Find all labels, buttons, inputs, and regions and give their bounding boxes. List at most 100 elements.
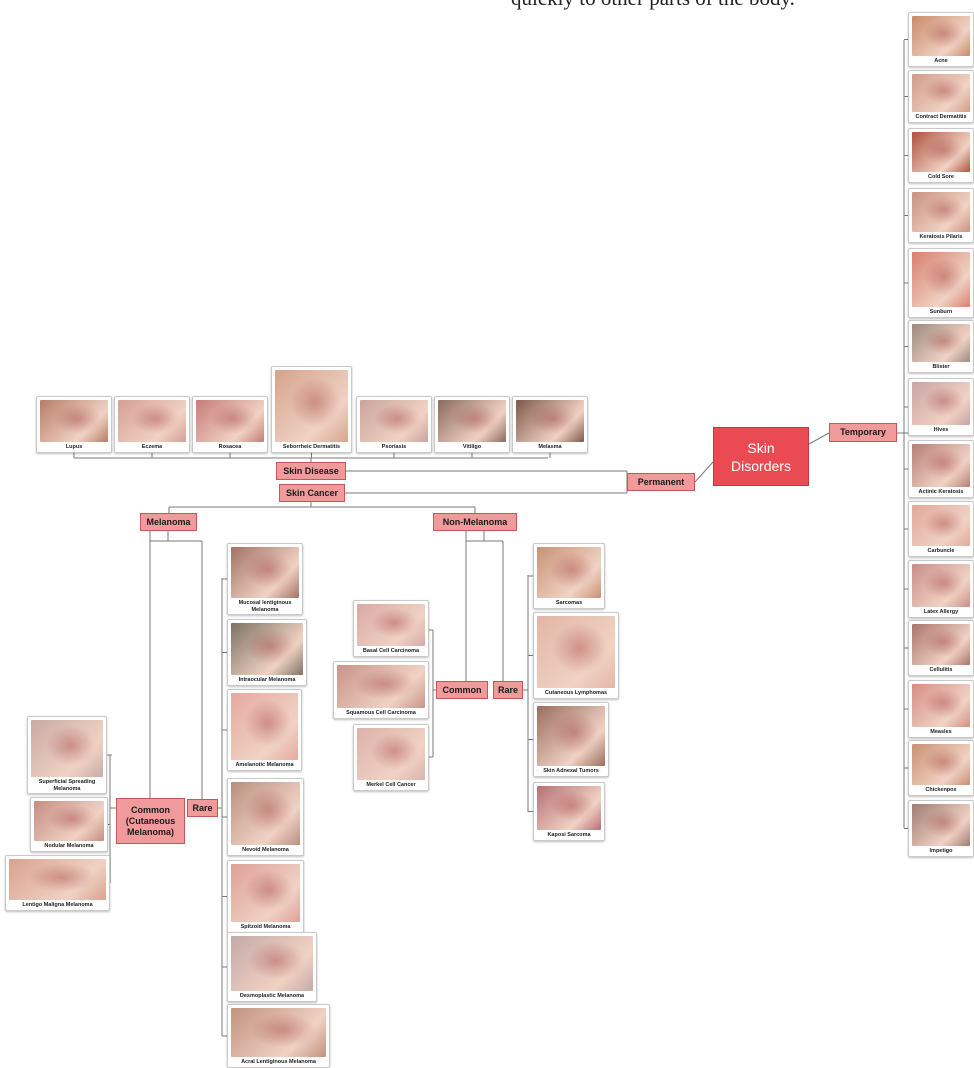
branch-skin-disease[interactable]: Skin Disease <box>276 462 346 480</box>
image-caption: Cutaneous Lymphomas <box>544 690 608 696</box>
image-card-keratosis-pilaris[interactable]: Keratosis Pilaris <box>908 188 974 243</box>
image-card-nevoid-melanoma[interactable]: Nevoid Melanoma <box>227 778 304 856</box>
image-card-chickenpox[interactable]: Chickenpox <box>908 740 974 796</box>
image-card-latex-allergy[interactable]: Latex Allergy <box>908 560 974 618</box>
image-card-cellulitis[interactable]: Cellulitis <box>908 620 974 676</box>
branch-skin-cancer[interactable]: Skin Cancer <box>279 484 345 502</box>
image-card-contract-dermatitis[interactable]: Contract Dermatitis <box>908 70 974 123</box>
caption-text-fragment: quickly to other parts of the body. <box>511 0 974 20</box>
image-card-amelanotic-melanoma[interactable]: Amelanotic Melanoma <box>227 689 302 771</box>
skin-photo <box>912 16 970 56</box>
image-card-sunburn[interactable]: Sunburn <box>908 248 974 318</box>
image-caption: Kaposi Sarcoma <box>547 832 591 838</box>
image-card-kaposi-sarcoma[interactable]: Kaposi Sarcoma <box>533 782 605 841</box>
branch-non-melanoma[interactable]: Non-Melanoma <box>433 513 517 531</box>
skin-photo <box>357 604 425 646</box>
image-card-impetigo[interactable]: Impetigo <box>908 800 974 857</box>
image-card-intraocular-melanoma[interactable]: Intraocular Melanoma <box>227 619 307 686</box>
image-caption: Psoriasis <box>381 444 407 450</box>
image-card-basal-cell-carcinoma[interactable]: Basal Cell Carcinoma <box>353 600 429 657</box>
skin-photo <box>9 859 106 900</box>
image-card-acral-lentiginous-melanoma[interactable]: Acral Lentiginous Melanoma <box>227 1004 330 1068</box>
image-card-rosacea[interactable]: Rosacea <box>192 396 268 453</box>
skin-photo <box>360 400 428 442</box>
branch-non-melanoma-rare[interactable]: Rare <box>493 681 523 699</box>
skin-photo <box>912 382 970 425</box>
image-caption: Sarcomas <box>555 600 583 606</box>
skin-photo <box>337 665 425 708</box>
skin-photo <box>40 400 108 442</box>
image-card-actinic-keratosis[interactable]: Actinic Keratosis <box>908 440 974 498</box>
image-card-squamous-cell-carcinoma[interactable]: Squamous Cell Carcinoma <box>333 661 429 719</box>
skin-photo <box>231 782 300 845</box>
image-card-nodular-melanoma[interactable]: Nodular Melanoma <box>30 797 108 852</box>
image-card-lentigo-maligna-melanoma[interactable]: Lentigo Maligna Melanoma <box>5 855 110 911</box>
image-caption: Nodular Melanoma <box>44 843 94 849</box>
image-card-acne[interactable]: Acne <box>908 12 974 67</box>
image-card-sarcomas[interactable]: Sarcomas <box>533 543 605 609</box>
image-caption: Lupus <box>65 444 83 450</box>
image-card-cutaneous-lymphomas[interactable]: Cutaneous Lymphomas <box>533 612 619 699</box>
image-caption: Mucosal lentiginous Melanoma <box>238 600 292 613</box>
image-card-eczema[interactable]: Eczema <box>114 396 190 453</box>
image-caption: Blister <box>932 364 950 370</box>
image-caption: Carbuncle <box>927 548 955 554</box>
image-caption: Skin Adnexal Tumors <box>543 768 599 774</box>
image-caption: Latex Allergy <box>923 609 959 615</box>
image-card-desmoplastic-melanoma[interactable]: Desmoplastic Melanoma <box>227 932 317 1002</box>
skin-photo <box>537 706 605 766</box>
image-caption: Seborrheic Dermatitis <box>282 444 341 450</box>
skin-photo <box>231 1008 326 1057</box>
image-card-psoriasis[interactable]: Psoriasis <box>356 396 432 453</box>
image-caption: Rosacea <box>218 444 242 450</box>
image-card-cold-sore[interactable]: Cold Sore <box>908 128 974 183</box>
image-card-seborrheic-dermatitis[interactable]: Seborrheic Dermatitis <box>271 366 352 453</box>
image-card-merkel-cell-cancer[interactable]: Merkel Cell Cancer <box>353 724 429 791</box>
skin-photo <box>912 192 970 232</box>
image-caption: Actinic Keratosis <box>918 489 964 495</box>
image-caption: Melasma <box>538 444 562 450</box>
image-caption: Nevoid Melanoma <box>242 847 289 853</box>
image-caption: Acne <box>934 58 948 64</box>
branch-melanoma-rare[interactable]: Rare <box>187 799 218 817</box>
image-card-measles[interactable]: Measles <box>908 680 974 738</box>
root-node-skin-disorders[interactable]: Skin Disorders <box>713 427 809 486</box>
image-caption: Spitzoid Melanoma <box>240 924 291 930</box>
skin-photo <box>912 132 970 172</box>
image-card-melasma[interactable]: Melasma <box>512 396 588 453</box>
branch-melanoma-common[interactable]: Common (Cutaneous Melanoma) <box>116 798 185 844</box>
skin-photo <box>912 252 970 307</box>
image-caption: Keratosis Pilaris <box>919 234 963 240</box>
image-card-vitiligo[interactable]: Vitiligo <box>434 396 510 453</box>
image-card-hives[interactable]: Hives <box>908 378 974 436</box>
image-card-lupus[interactable]: Lupus <box>36 396 112 453</box>
image-caption: Vitiligo <box>462 444 482 450</box>
connector-line <box>694 461 714 483</box>
skin-photo <box>231 864 300 922</box>
skin-photo <box>537 616 615 688</box>
image-card-carbuncle[interactable]: Carbuncle <box>908 501 974 557</box>
image-caption: Basal Cell Carcinoma <box>362 648 420 654</box>
image-card-mucosal-lentiginous-melanoma[interactable]: Mucosal lentiginous Melanoma <box>227 543 303 615</box>
branch-melanoma[interactable]: Melanoma <box>140 513 197 531</box>
image-card-superficial-spreading-melanoma[interactable]: Superficial Spreading Melanoma <box>27 716 107 794</box>
skin-photo <box>275 370 348 442</box>
image-caption: Desmoplastic Melanoma <box>239 993 305 999</box>
image-card-spitzoid-melanoma[interactable]: Spitzoid Melanoma <box>227 860 304 933</box>
image-card-blister[interactable]: Blister <box>908 320 974 373</box>
branch-non-melanoma-common[interactable]: Common <box>436 681 488 699</box>
branch-permanent[interactable]: Permanent <box>627 473 695 491</box>
skin-photo <box>912 74 970 112</box>
skin-photo <box>912 624 970 665</box>
skin-photo <box>537 786 601 830</box>
skin-photo <box>231 936 313 991</box>
connector-line <box>808 432 830 445</box>
image-card-skin-adnexal-tumors[interactable]: Skin Adnexal Tumors <box>533 702 609 777</box>
skin-photo <box>912 564 970 607</box>
image-caption: Sunburn <box>929 309 953 315</box>
skin-photo <box>912 804 970 846</box>
image-caption: Hives <box>933 427 949 433</box>
branch-temporary[interactable]: Temporary <box>829 423 897 442</box>
skin-photo <box>912 444 970 487</box>
